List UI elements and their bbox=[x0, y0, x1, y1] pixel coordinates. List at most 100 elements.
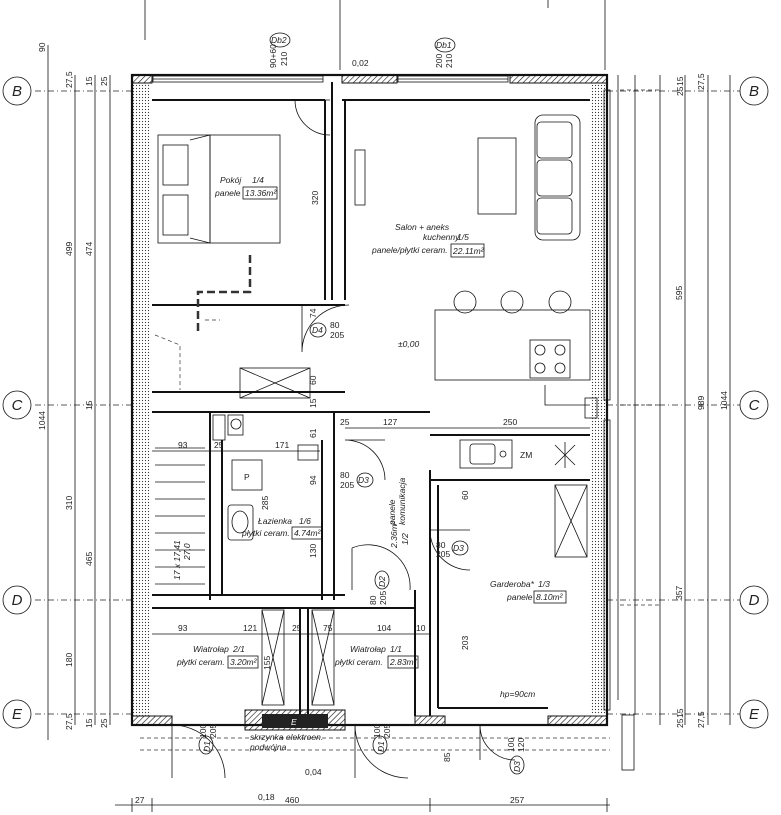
svg-text:989: 989 bbox=[696, 396, 706, 410]
svg-text:0,02: 0,02 bbox=[352, 58, 369, 68]
svg-text:205: 205 bbox=[436, 549, 450, 559]
context-lines bbox=[140, 0, 660, 771]
svg-text:200: 200 bbox=[434, 54, 444, 68]
svg-text:93: 93 bbox=[178, 440, 188, 450]
svg-text:1044: 1044 bbox=[37, 411, 47, 430]
svg-text:2.83m²: 2.83m² bbox=[389, 657, 418, 667]
level-mark: ±0,00 bbox=[398, 339, 419, 349]
axis-b-right: B bbox=[749, 83, 759, 100]
svg-text:0,18: 0,18 bbox=[258, 792, 275, 802]
svg-text:3.20m²: 3.20m² bbox=[230, 657, 258, 667]
svg-text:25: 25 bbox=[675, 86, 685, 96]
room-label-garderoba: Garderoba* 1/3 panele 8.10m² hp=90cm bbox=[490, 579, 567, 699]
svg-text:D3: D3 bbox=[512, 761, 522, 772]
interior-dimensions: 0,02 320 74 60 15 61 25 127 250 93 25 17… bbox=[152, 58, 590, 802]
svg-text:1/6: 1/6 bbox=[299, 516, 311, 526]
svg-text:1/4: 1/4 bbox=[252, 175, 264, 185]
svg-text:465: 465 bbox=[84, 552, 94, 566]
svg-text:180: 180 bbox=[64, 653, 74, 667]
svg-text:15: 15 bbox=[84, 400, 94, 410]
svg-text:210: 210 bbox=[444, 54, 454, 68]
door-notes: 90+60 210 200 210 80 205 80 205 80 205 8… bbox=[198, 44, 526, 752]
bottom-dimensions: 27 460 257 bbox=[115, 795, 610, 812]
svg-text:2/1: 2/1 bbox=[232, 644, 245, 654]
svg-text:Db1: Db1 bbox=[436, 40, 452, 50]
kitchen-island bbox=[434, 290, 591, 381]
svg-text:Wiatrołap: Wiatrołap bbox=[193, 644, 229, 654]
axis-e-right: E bbox=[749, 706, 760, 723]
svg-text:120: 120 bbox=[516, 738, 526, 752]
svg-text:kuchenny: kuchenny bbox=[423, 232, 460, 242]
svg-text:155: 155 bbox=[262, 656, 272, 670]
svg-text:Garderoba*: Garderoba* bbox=[490, 579, 535, 589]
svg-text:D3: D3 bbox=[453, 543, 464, 553]
svg-text:1/3: 1/3 bbox=[538, 579, 550, 589]
axis-c-left: C bbox=[12, 397, 23, 414]
axis-b-left: B bbox=[12, 83, 22, 100]
svg-text:90+60: 90+60 bbox=[268, 44, 278, 68]
svg-text:panele: panele bbox=[506, 592, 533, 602]
svg-text:13.36m²: 13.36m² bbox=[245, 188, 277, 198]
svg-text:25: 25 bbox=[675, 718, 685, 728]
vent-detail bbox=[544, 385, 598, 419]
svg-text:357: 357 bbox=[674, 586, 684, 600]
svg-text:94: 94 bbox=[308, 475, 318, 485]
electric-box-e: E bbox=[291, 717, 297, 727]
svg-text:80: 80 bbox=[436, 540, 446, 550]
svg-text:15: 15 bbox=[84, 718, 94, 728]
svg-text:15: 15 bbox=[84, 76, 94, 86]
svg-text:2.36m²: 2.36m² bbox=[389, 520, 399, 549]
kitchen-counter: ZM bbox=[459, 439, 576, 469]
svg-text:płytki ceram.: płytki ceram. bbox=[176, 657, 225, 667]
electric-box-label-2: podwójna bbox=[249, 742, 287, 752]
electric-box-label-1: skrzynka elektroen. bbox=[250, 732, 323, 742]
svg-text:75: 75 bbox=[323, 623, 333, 633]
svg-text:205: 205 bbox=[330, 330, 344, 340]
svg-text:474: 474 bbox=[84, 242, 94, 256]
svg-text:D1: D1 bbox=[376, 741, 386, 752]
inner-walls bbox=[152, 82, 590, 716]
room-label-komunikacja: komunikacja panele 1/2 2.36m² bbox=[387, 477, 410, 549]
door-swings bbox=[171, 99, 516, 779]
svg-text:27,5: 27,5 bbox=[696, 73, 706, 90]
svg-text:1/2: 1/2 bbox=[400, 533, 410, 545]
svg-text:Pokój: Pokój bbox=[220, 175, 242, 185]
svg-text:104: 104 bbox=[377, 623, 391, 633]
axis-d-left: D bbox=[12, 592, 23, 609]
svg-text:1/1: 1/1 bbox=[390, 644, 402, 654]
svg-text:285: 285 bbox=[260, 496, 270, 510]
svg-text:205: 205 bbox=[208, 724, 218, 738]
svg-text:0,04: 0,04 bbox=[305, 767, 322, 777]
svg-text:1044: 1044 bbox=[719, 391, 729, 410]
svg-text:płytki ceram.: płytki ceram. bbox=[334, 657, 383, 667]
svg-text:60: 60 bbox=[460, 490, 470, 500]
svg-text:15: 15 bbox=[675, 76, 685, 86]
bedroom-wardrobe-dashed bbox=[196, 255, 252, 335]
svg-text:Łazienka: Łazienka bbox=[258, 516, 292, 526]
svg-text:D2: D2 bbox=[377, 576, 387, 587]
svg-text:25: 25 bbox=[99, 76, 109, 86]
electric-box: E skrzynka elektroen. podwójna bbox=[244, 709, 346, 752]
svg-text:1/5: 1/5 bbox=[457, 232, 469, 242]
svg-text:płytki ceram.: płytki ceram. bbox=[241, 528, 290, 538]
svg-text:27,5: 27,5 bbox=[64, 713, 74, 730]
svg-text:25: 25 bbox=[99, 718, 109, 728]
svg-text:10: 10 bbox=[416, 623, 426, 633]
room-label-salon: Salon + aneks kuchenny 1/5 panele/płytki… bbox=[371, 222, 485, 349]
svg-text:205: 205 bbox=[382, 724, 392, 738]
svg-text:121: 121 bbox=[243, 623, 257, 633]
svg-text:85: 85 bbox=[442, 752, 452, 762]
stairs-label-2: 27,0 bbox=[182, 543, 192, 561]
svg-text:257: 257 bbox=[510, 795, 524, 805]
svg-text:100: 100 bbox=[372, 724, 382, 738]
right-dimensions: 27,5 15 25 595 989 1044 357 27,5 15 25 bbox=[659, 73, 731, 728]
svg-text:25: 25 bbox=[214, 440, 224, 450]
svg-text:panele/płytki ceram.: panele/płytki ceram. bbox=[371, 245, 448, 255]
svg-text:595: 595 bbox=[674, 286, 684, 300]
room-label-wiatrolap-2: Wiatrołap 1/1 płytki ceram. 2.83m² bbox=[334, 644, 419, 669]
svg-text:27,5: 27,5 bbox=[696, 711, 706, 728]
svg-text:250: 250 bbox=[503, 417, 517, 427]
svg-text:203: 203 bbox=[460, 636, 470, 650]
windows bbox=[152, 75, 611, 711]
